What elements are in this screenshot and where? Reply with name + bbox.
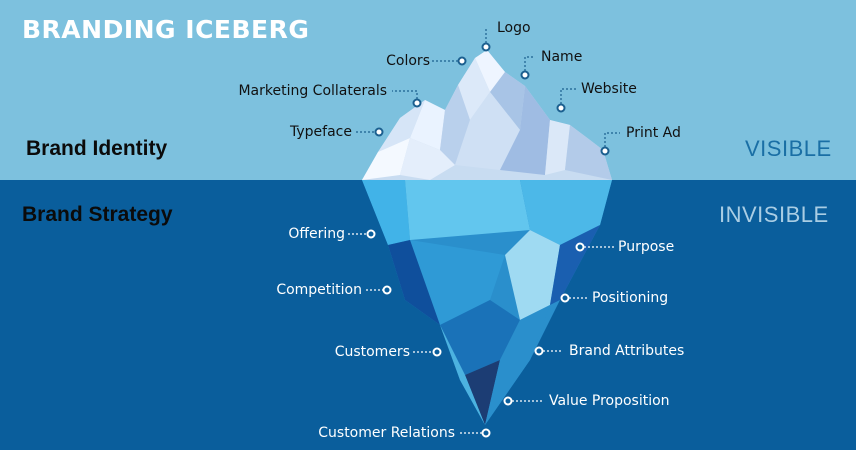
- iceberg-underwater: [362, 180, 612, 425]
- label-competition: Competition: [276, 282, 362, 298]
- label-value-proposition: Value Proposition: [549, 393, 670, 409]
- label-name: Name: [541, 49, 583, 65]
- label-typeface: Typeface: [290, 124, 352, 140]
- label-positioning: Positioning: [592, 290, 669, 306]
- label-purpose: Purpose: [618, 239, 675, 255]
- label-offering: Offering: [288, 226, 345, 242]
- section-brand-identity: Brand Identity: [26, 137, 168, 160]
- section-brand-strategy: Brand Strategy: [22, 203, 173, 226]
- iceberg-tip: [362, 50, 612, 180]
- connector-dots: [374, 42, 610, 156]
- label-print-ad: Print Ad: [626, 125, 681, 141]
- zone-visible: VISIBLE: [745, 136, 832, 161]
- label-brand-attributes: Brand Attributes: [569, 343, 685, 359]
- page-title: BRANDING ICEBERG: [22, 15, 310, 44]
- label-website: Website: [581, 81, 637, 97]
- label-colors: Colors: [386, 53, 430, 69]
- label-marketing-collaterals: Marketing Collaterals: [238, 83, 387, 99]
- zone-invisible: INVISIBLE: [719, 202, 829, 227]
- label-customer-relations: Customer Relations: [318, 425, 455, 441]
- label-logo: Logo: [497, 20, 531, 36]
- label-customers: Customers: [334, 344, 410, 360]
- connector-dots-underwater: [366, 229, 585, 438]
